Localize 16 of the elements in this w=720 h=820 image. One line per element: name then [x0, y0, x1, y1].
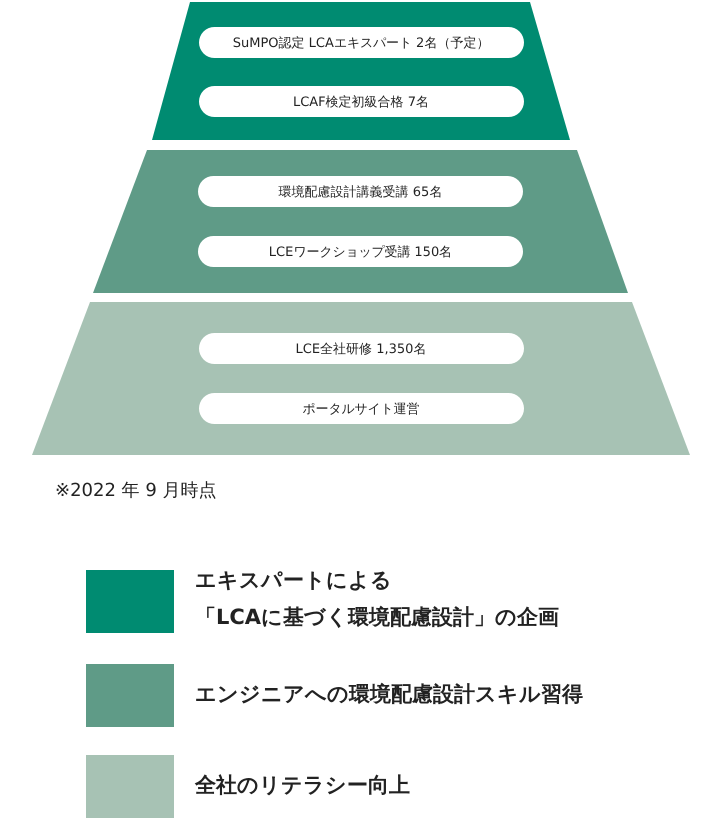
tier-item-text: LCE全社研修 1,350名	[296, 340, 426, 358]
tier-item-text: ポータルサイト運営	[302, 400, 420, 418]
rounded-label-box	[198, 236, 523, 267]
rounded-label-box	[198, 393, 524, 424]
tier-item-text: 環境配慮設計講義受講 65名	[278, 184, 442, 200]
rounded-label-box	[198, 86, 524, 117]
tier-item-text: SuMPO認定 LCAエキスパート 2名（予定）	[232, 34, 490, 52]
tier-item-text: LCEワークショップ受講 150名	[268, 244, 452, 260]
rounded-label-box	[198, 27, 524, 58]
legend-text: 全社のリテラシー向上	[195, 772, 411, 799]
legend-text: エンジニアへの環境配慮設計スキル習得	[195, 681, 584, 708]
tier-item-text: LCAF検定初級合格 7名	[292, 94, 430, 110]
rounded-label-box	[198, 176, 523, 207]
legend-text: エキスパートによる「LCAに基づく環境配慮設計」の企画	[195, 567, 560, 631]
rounded-label-box	[198, 333, 524, 364]
footnote-text: ※2022 年 9 月時点	[55, 479, 217, 502]
